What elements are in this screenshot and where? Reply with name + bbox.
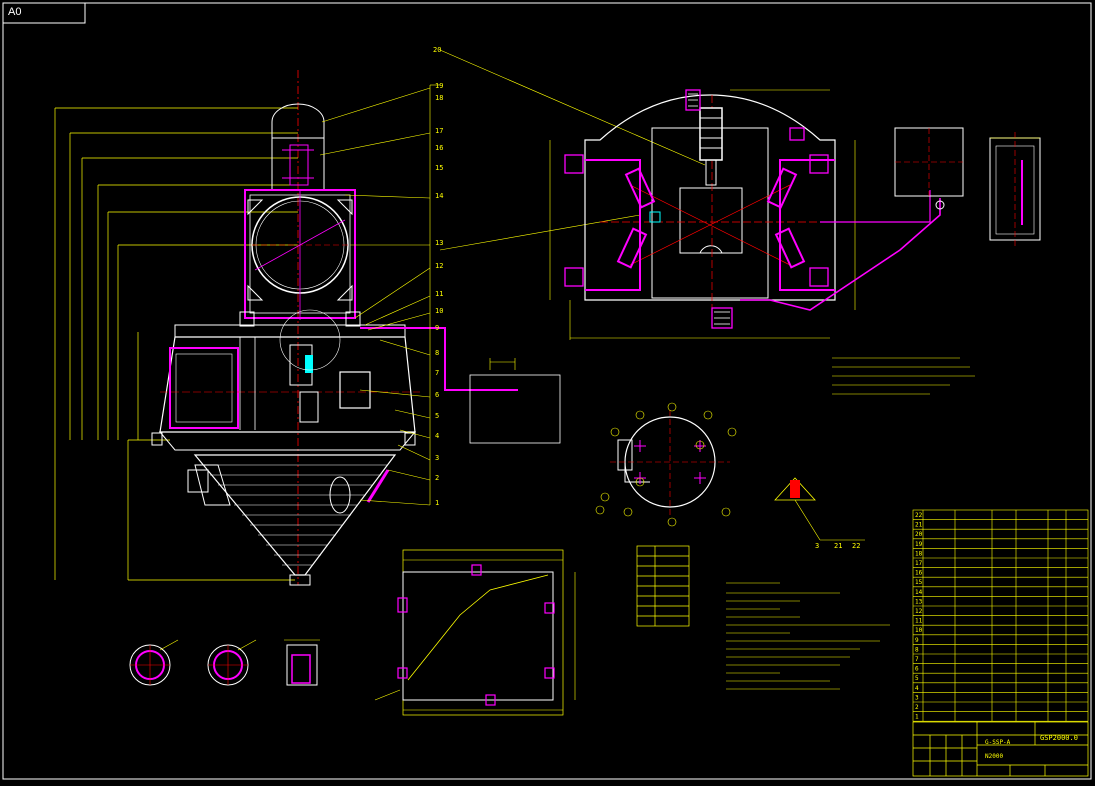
parts-row-number: 15 <box>915 579 923 586</box>
svg-text:22: 22 <box>852 542 860 550</box>
parts-row-number: 9 <box>915 637 919 644</box>
flange-marker <box>635 410 645 420</box>
flange-marker <box>721 507 731 517</box>
parts-row-number: 3 <box>915 694 919 701</box>
flange-marker <box>595 505 605 515</box>
parts-row-number: 13 <box>915 598 923 605</box>
leader-number: 13 <box>435 239 443 247</box>
parts-row-number: 6 <box>915 666 919 673</box>
flange-marker <box>667 402 677 412</box>
parts-row-number: 17 <box>915 560 923 567</box>
parts-row-number: 21 <box>915 522 923 529</box>
leader-number: 18 <box>435 94 443 102</box>
leader-number: 1 <box>435 499 439 507</box>
flange-marker <box>635 477 645 487</box>
parts-row-number: 18 <box>915 550 923 557</box>
parts-row-number: 7 <box>915 656 919 663</box>
parts-row-number: 1 <box>915 714 919 721</box>
parts-row-number: 4 <box>915 685 919 692</box>
title-block <box>912 721 1089 777</box>
svg-text:21: 21 <box>834 542 842 550</box>
parts-row-number: 5 <box>915 675 919 682</box>
legend-table <box>636 545 690 627</box>
drawing-number: GSP2000.0 <box>1040 734 1078 742</box>
drawing-title: G-SSP-A <box>985 739 1011 746</box>
flange-marker <box>703 410 713 420</box>
notes-upper <box>832 357 975 395</box>
foundation-plan <box>374 549 576 716</box>
parts-row-number: 8 <box>915 646 919 653</box>
parts-row-number: 10 <box>915 627 923 634</box>
sheet-size-label: A0 <box>8 6 22 18</box>
drawing-scale-ref: N2000 <box>985 753 1003 760</box>
parts-row-number: 12 <box>915 608 923 615</box>
plan-view <box>439 49 964 340</box>
leader-number: 3 <box>435 454 439 462</box>
leader-number: 7 <box>435 369 439 377</box>
parts-row-number: 11 <box>915 618 923 625</box>
side-detail-view <box>989 132 1041 246</box>
flange-marker <box>667 517 677 527</box>
flange-marker <box>727 427 737 437</box>
leader-number: 15 <box>435 164 443 172</box>
svg-text:3: 3 <box>815 542 819 550</box>
flange-marker <box>623 507 633 517</box>
flange-marker <box>600 492 610 502</box>
section-weld-detail: 3 21 22 <box>774 477 865 550</box>
parts-row-number: 2 <box>915 704 919 711</box>
leader-number: 20 <box>433 46 441 54</box>
flange-marker <box>695 440 705 450</box>
notes-lower <box>726 582 890 690</box>
leader-number: 17 <box>435 127 443 135</box>
flange-view <box>595 402 737 527</box>
leader-number: 8 <box>435 349 439 357</box>
parts-row-number: 14 <box>915 589 923 596</box>
leader-number: 16 <box>435 144 443 152</box>
leader-number: 9 <box>435 324 439 332</box>
flange-marker <box>610 427 620 437</box>
parts-row-number: 20 <box>915 531 923 538</box>
parts-row-number: 22 <box>915 512 923 519</box>
small-section-views <box>129 639 320 686</box>
size-tab-box <box>2 2 86 24</box>
leader-number: 2 <box>435 474 439 482</box>
leader-number: 12 <box>435 262 443 270</box>
leader-number: 10 <box>435 307 443 315</box>
parts-row-number: 19 <box>915 541 923 548</box>
leader-number: 6 <box>435 391 439 399</box>
leader-number: 5 <box>435 412 439 420</box>
leader-number: 11 <box>435 290 443 298</box>
parts-row-number: 16 <box>915 570 923 577</box>
leader-number: 14 <box>435 192 443 200</box>
leader-number: 19 <box>435 82 443 90</box>
leader-number: 4 <box>435 432 439 440</box>
